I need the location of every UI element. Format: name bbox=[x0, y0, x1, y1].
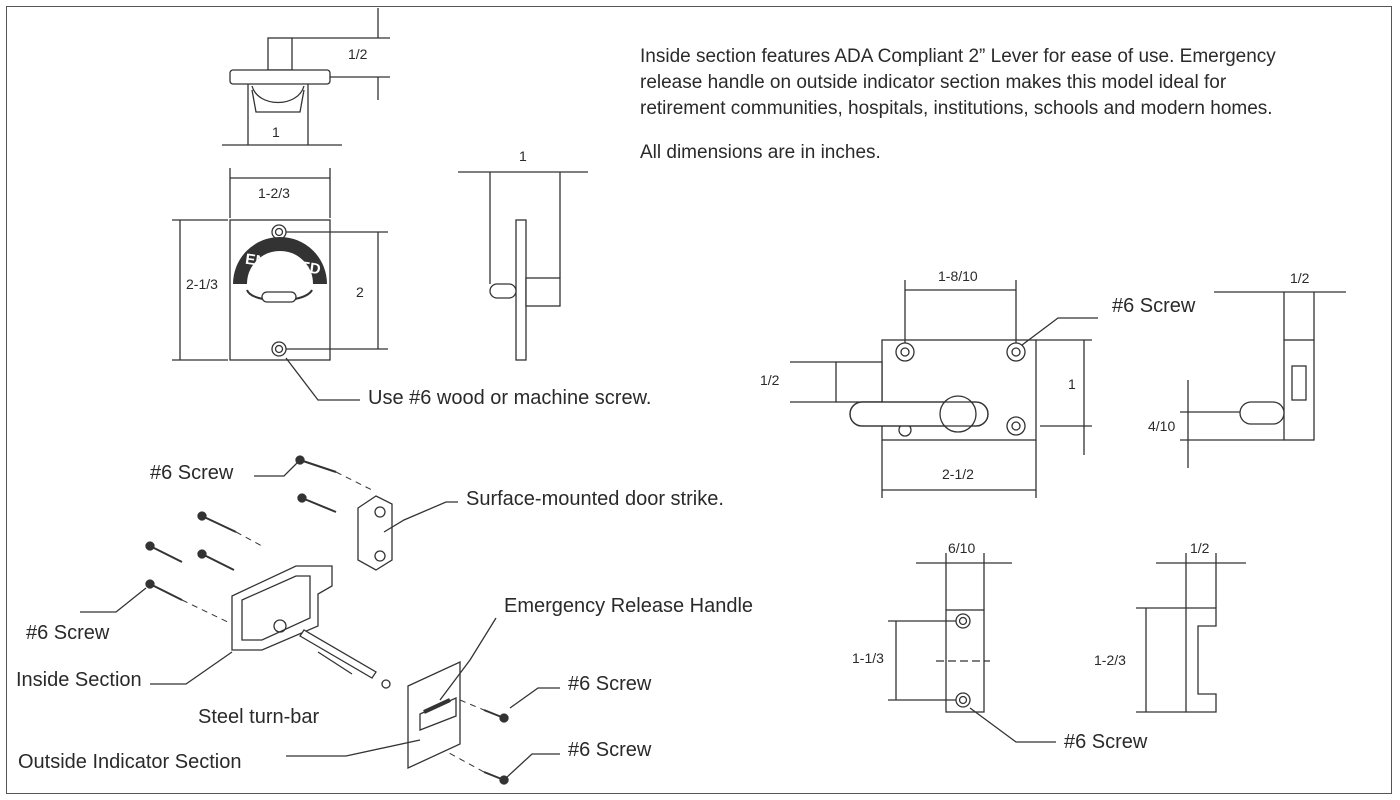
exploded-view bbox=[80, 455, 560, 785]
turn-bar-label: Steel turn-bar bbox=[198, 706, 320, 728]
dim-knob-width: 1 bbox=[272, 124, 280, 140]
dim-body-hole-spacing: 1-8/10 bbox=[938, 268, 978, 284]
indicator-side-view bbox=[458, 171, 588, 361]
dim-plate-width: 1-2/3 bbox=[258, 185, 290, 201]
lock-body-side-view bbox=[1180, 291, 1346, 468]
exploded-screw-label-1: #6 Screw bbox=[150, 462, 234, 484]
dim-strike-height: 1-1/3 bbox=[852, 650, 884, 666]
indicator-front-view bbox=[172, 168, 388, 401]
dim-top-height: 1/2 bbox=[348, 46, 368, 62]
dim-bolt-height: 1/2 bbox=[760, 372, 780, 388]
inside-section-label: Inside Section bbox=[16, 669, 142, 691]
dim-body-length: 2-1/2 bbox=[942, 466, 974, 482]
description-paragraph: Inside section features ADA Compliant 2”… bbox=[640, 46, 1276, 119]
door-strike-label: Surface-mounted door strike. bbox=[466, 488, 724, 510]
strike-front-view bbox=[888, 553, 1056, 743]
exploded-screw-label-4: #6 Screw bbox=[568, 739, 652, 761]
exploded-screw-label-2: #6 Screw bbox=[26, 622, 110, 644]
dim-side-depth: 1 bbox=[519, 148, 527, 164]
dim-hole-spacing: 2 bbox=[356, 284, 364, 300]
body-screw-label: #6 Screw bbox=[1112, 295, 1196, 317]
strike-side-view bbox=[1136, 553, 1246, 713]
product-description: Inside section features ADA Compliant 2”… bbox=[640, 44, 1300, 184]
exploded-screw-label-3: #6 Screw bbox=[568, 673, 652, 695]
drawing-frame bbox=[6, 6, 1392, 794]
dim-body-side-top: 1/2 bbox=[1290, 270, 1310, 286]
dim-strike-width: 6/10 bbox=[948, 540, 976, 556]
emergency-handle-label: Emergency Release Handle bbox=[504, 595, 754, 617]
indicator-top-view bbox=[222, 8, 390, 146]
dim-body-side-bolt: 4/10 bbox=[1148, 418, 1176, 434]
strike-screw-label: #6 Screw bbox=[1064, 731, 1148, 753]
dim-plate-height: 2-1/3 bbox=[186, 276, 218, 292]
screw-note: Use #6 wood or machine screw. bbox=[368, 387, 652, 409]
dim-strike-side-height: 1-2/3 bbox=[1094, 652, 1126, 668]
lock-body-front-view bbox=[790, 280, 1098, 498]
dim-strike-side-width: 1/2 bbox=[1190, 540, 1210, 556]
dim-body-height: 1 bbox=[1068, 376, 1076, 392]
outside-section-label: Outside Indicator Section bbox=[18, 751, 242, 773]
dimension-note: All dimensions are in inches. bbox=[640, 142, 881, 163]
